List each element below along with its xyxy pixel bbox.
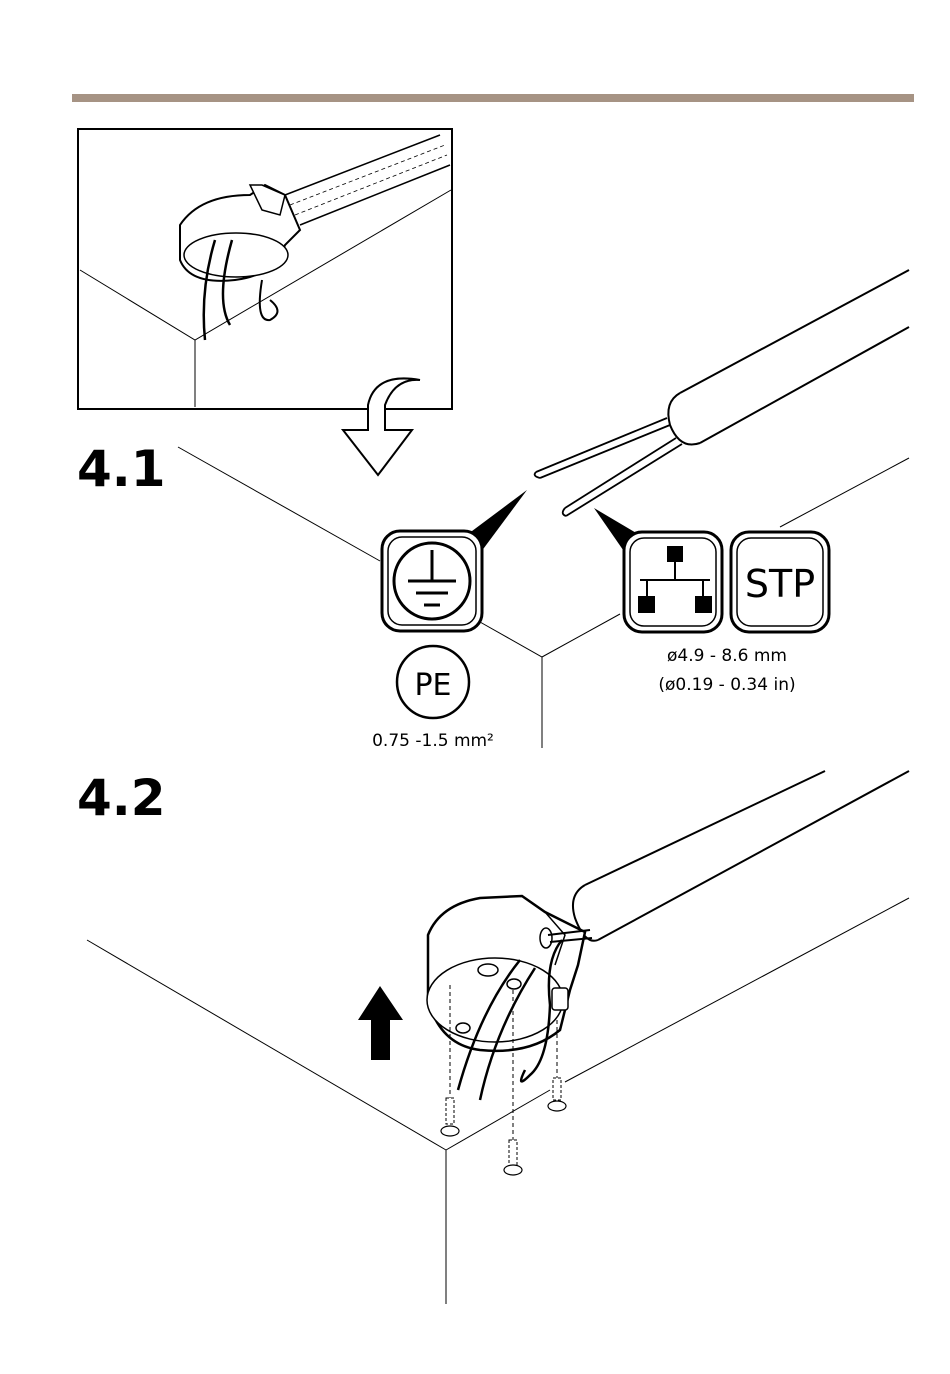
inset-illustration (78, 129, 452, 409)
stp-label: STP (745, 562, 815, 606)
solid-up-arrow-icon (358, 986, 403, 1060)
header-bar (72, 94, 914, 102)
cable-diameter-in: (ø0.19 - 0.34 in) (658, 675, 795, 695)
stp-cable-4-2 (573, 771, 909, 941)
protective-earth-ground-icon (382, 490, 527, 631)
step-number-4-1: 4.1 (77, 440, 166, 498)
step-number-4-2: 4.2 (77, 769, 166, 827)
cable-diameter-mm: ø4.9 - 8.6 mm (667, 646, 787, 666)
pe-spec-label: 0.75 -1.5 mm² (372, 731, 494, 751)
junction-box (427, 896, 592, 1100)
pe-symbol-label: PE (414, 668, 451, 703)
network-topology-icon (594, 508, 722, 632)
stp-cable-4-1 (535, 270, 909, 516)
